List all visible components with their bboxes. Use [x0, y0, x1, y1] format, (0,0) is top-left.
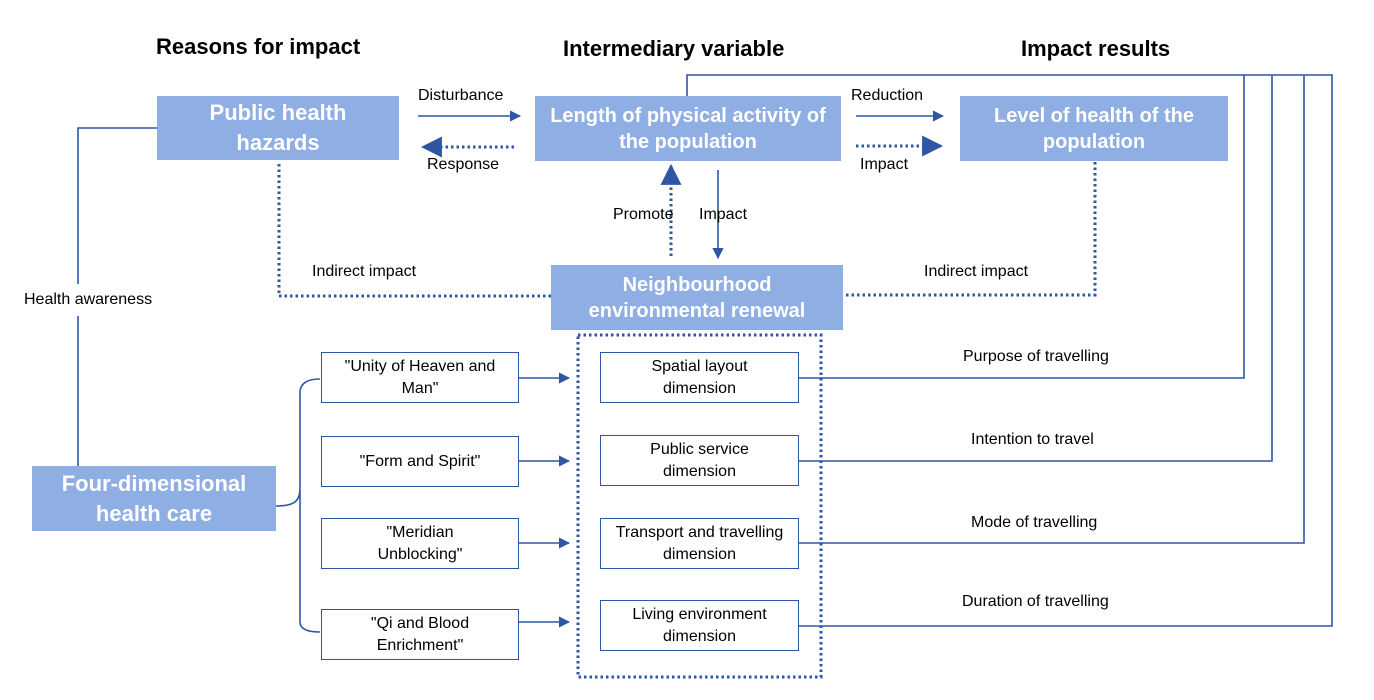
node-label: Public service dimension [650, 440, 749, 480]
label-impact-down: Impact [699, 206, 748, 223]
node-four-dimensional-health-care: Four-dimensional health care [32, 466, 276, 531]
node-label: Transport and travelling dimension [615, 523, 784, 563]
node-label: Neighbourhood environmental renewal [588, 273, 806, 322]
node-label: Four-dimensional health care [61, 470, 247, 526]
node-label: Length of physical activity of the popul… [550, 104, 826, 153]
node-level-of-health: Level of health of the population [960, 96, 1228, 161]
label-disturbance: Disturbance [418, 87, 504, 104]
node-public-service-dimension: Public service dimension [600, 435, 799, 486]
node-form-and-spirit: "Form and Spirit" [321, 436, 519, 487]
node-spatial-layout-dimension: Spatial layout dimension [600, 352, 799, 403]
node-physical-activity: Length of physical activity of the popul… [535, 96, 841, 161]
node-public-health-hazards: Public health hazards [157, 96, 399, 160]
label-purpose-of-travelling: Purpose of travelling [963, 348, 1109, 365]
label-intention-to-travel: Intention to travel [971, 431, 1094, 448]
node-label: Living environment dimension [632, 605, 767, 645]
mode-loop [799, 75, 1305, 544]
node-label: "Form and Spirit" [359, 452, 481, 470]
node-transport-travelling-dimension: Transport and travelling dimension [600, 518, 799, 569]
tenet-brace [275, 378, 321, 633]
header-intermediary: Intermediary variable [563, 36, 785, 61]
dimension-group-border [576, 333, 823, 679]
label-reduction: Reduction [851, 87, 924, 104]
node-label: Public health hazards [209, 100, 347, 155]
indirect-right-connector [843, 162, 1097, 297]
label-indirect-right: Indirect impact [924, 263, 1029, 280]
label-health-awareness: Health awareness [24, 289, 153, 311]
node-meridian-unblocking: "Meridian Unblocking" [321, 518, 519, 569]
node-label: Spatial layout dimension [651, 357, 748, 397]
indirect-left-connector [277, 164, 551, 298]
header-reasons: Reasons for impact [156, 34, 361, 59]
health-awareness-connector [77, 127, 157, 284]
label-duration-of-travelling: Duration of travelling [962, 593, 1109, 610]
label-response: Response [427, 156, 500, 173]
node-neighbourhood-renewal: Neighbourhood environmental renewal [551, 265, 843, 330]
node-qi-and-blood-enrichment: "Qi and Blood Enrichment" [321, 609, 519, 660]
node-label: "Meridian Unblocking" [377, 523, 463, 563]
node-living-environment-dimension: Living environment dimension [600, 600, 799, 651]
label-impact-right: Impact [860, 156, 909, 173]
intention-loop [799, 75, 1273, 462]
label-indirect-left: Indirect impact [312, 263, 417, 280]
duration-loop [799, 74, 1333, 627]
label-mode-of-travelling: Mode of travelling [971, 514, 1098, 531]
header-results: Impact results [1021, 36, 1171, 61]
node-label: "Unity of Heaven and Man" [344, 357, 496, 397]
node-label: "Qi and Blood Enrichment" [370, 614, 470, 654]
label-promote: Promote [613, 206, 674, 223]
node-unity-of-heaven-and-man: "Unity of Heaven and Man" [321, 352, 519, 403]
node-label: Level of health of the population [993, 104, 1195, 153]
